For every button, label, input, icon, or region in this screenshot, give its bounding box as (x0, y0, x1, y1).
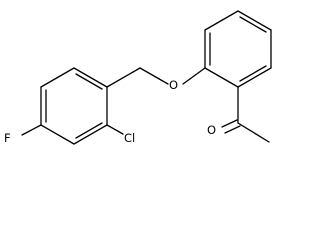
bond (73, 67, 108, 88)
bond (204, 67, 239, 88)
fluorine-label: F (4, 131, 11, 145)
bond-o-to-ring (182, 67, 206, 85)
ether-oxygen-label: O (169, 78, 178, 92)
bond-carbonyl-to-methyl (237, 122, 270, 143)
double-bond-inner (239, 16, 267, 33)
double-bond-inner (75, 73, 103, 90)
bond (237, 10, 272, 31)
chlorine-label: Cl (124, 131, 135, 145)
double-bond-inner (75, 122, 103, 139)
bond-ch2-to-o (139, 67, 169, 85)
carbonyl-double-bond-2 (224, 125, 241, 134)
bond-ring-to-cl (106, 124, 124, 135)
molecule-structure: O O Cl F (4, 10, 272, 145)
bond (237, 67, 272, 88)
acetylphenyl-ring (204, 10, 272, 88)
carbonyl-oxygen-label: O (207, 123, 216, 137)
fluorochlorobenzyl-ring (40, 67, 108, 145)
double-bond-inner (239, 65, 267, 82)
carbonyl-double-bond-1 (221, 119, 238, 128)
bond (40, 67, 75, 88)
bond (40, 124, 75, 145)
bond-ring-to-f (21, 124, 42, 136)
bond (73, 124, 108, 145)
bond (204, 10, 239, 31)
bond-ring-to-ch2 (106, 67, 141, 88)
